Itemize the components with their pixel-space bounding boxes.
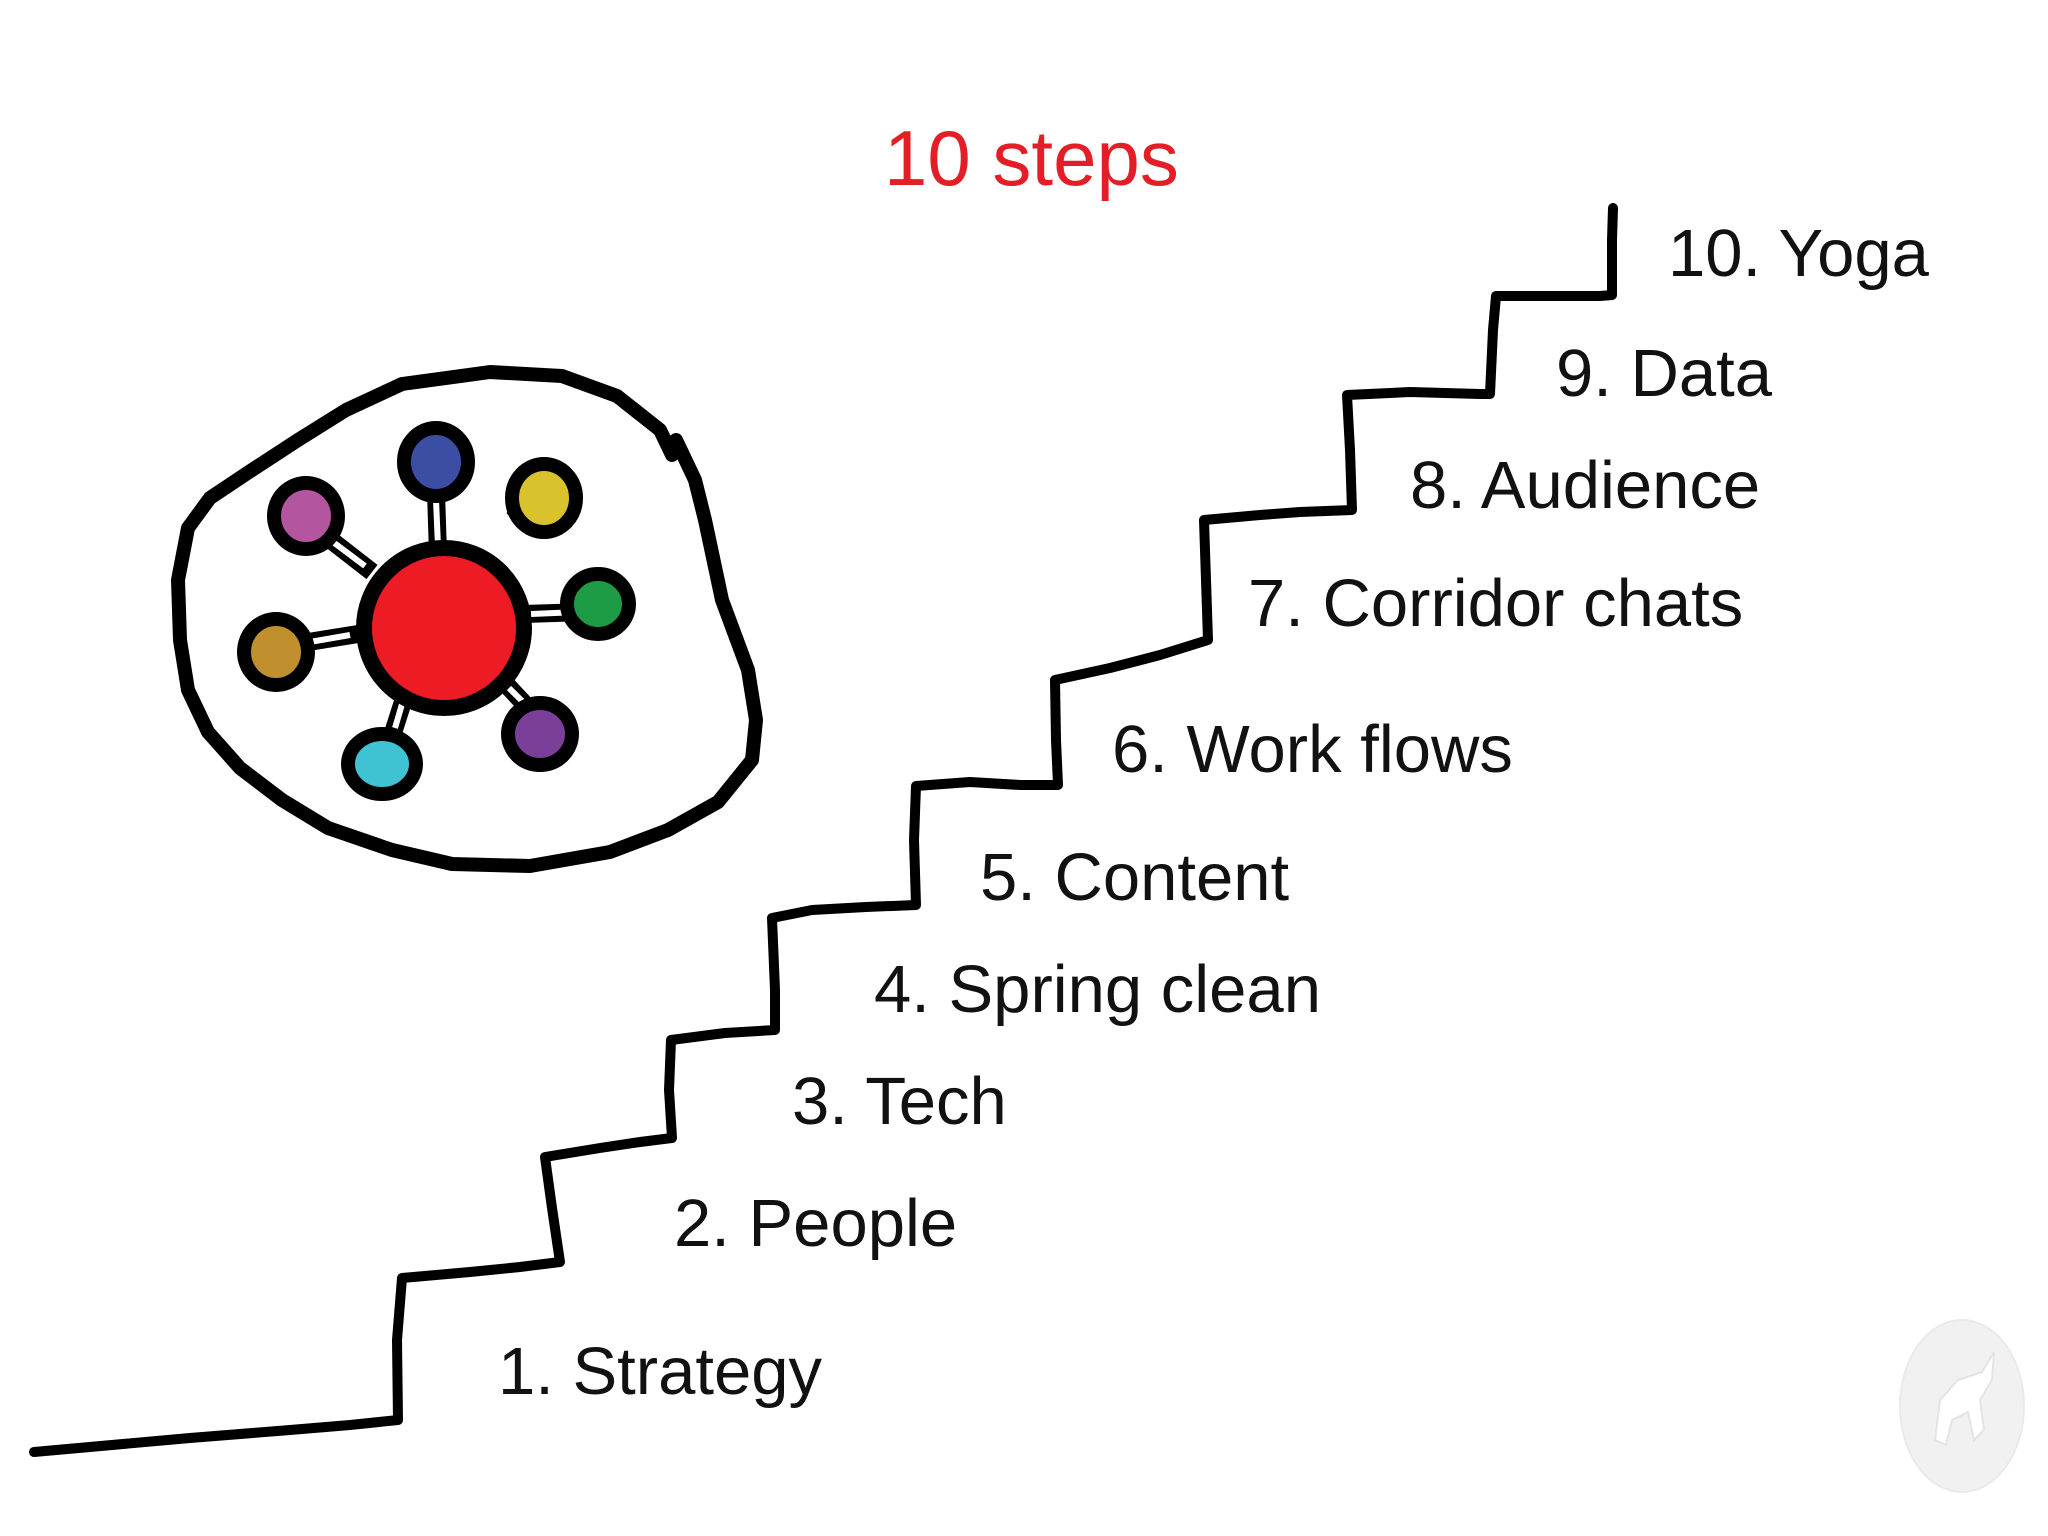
hub-network-icon <box>171 365 763 873</box>
step-label-1: 1. Strategy <box>498 1334 823 1409</box>
hub-node <box>356 540 532 716</box>
step-label-9: 9. Data <box>1556 336 1773 411</box>
step-label-7: 7. Corridor chats <box>1248 566 1744 641</box>
node-blue <box>397 421 475 503</box>
node-purple <box>501 696 579 772</box>
diagram-title: 10 steps <box>884 114 1179 202</box>
node-ochre <box>237 612 315 692</box>
step-label-2: 2. People <box>674 1186 958 1261</box>
step-label-3: 3. Tech <box>792 1064 1007 1139</box>
step-label-5: 5. Content <box>980 840 1290 915</box>
node-green <box>560 567 636 641</box>
node-magenta <box>267 476 345 556</box>
step-label-8: 8. Audience <box>1410 448 1761 523</box>
unicorn-seal-icon <box>1899 1319 2025 1493</box>
step-label-6: 6. Work flows <box>1112 712 1513 787</box>
node-cyan <box>341 727 423 801</box>
step-label-4: 4. Spring clean <box>874 952 1321 1027</box>
node-yellow <box>505 457 583 539</box>
step-label-10: 10. Yoga <box>1668 216 1929 291</box>
staircase-line <box>29 203 1618 1457</box>
